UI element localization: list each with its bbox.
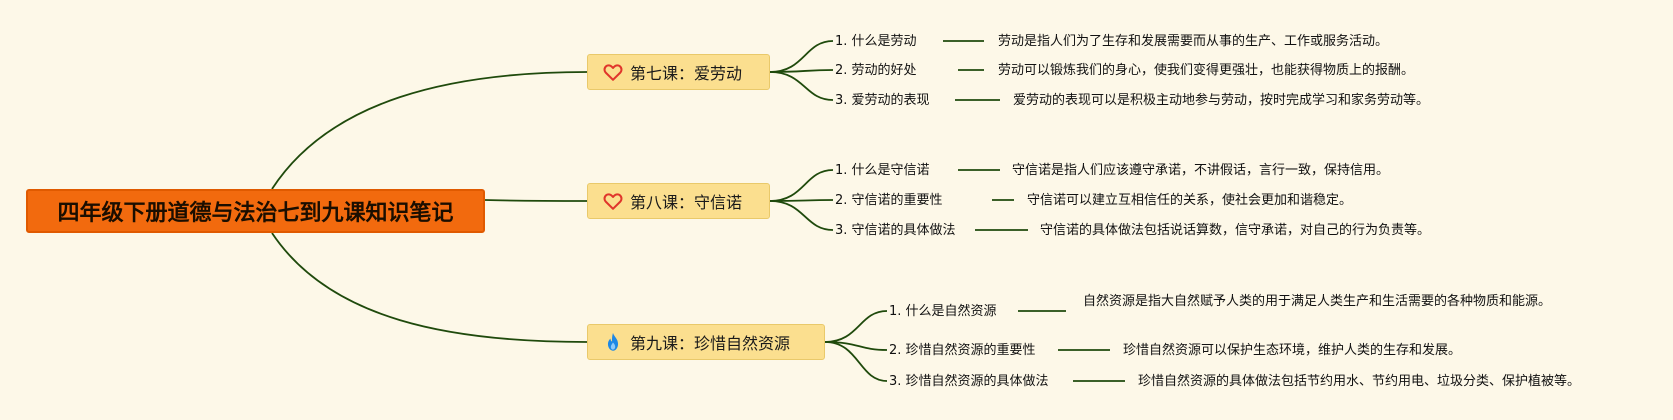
topic-detail: 自然资源是指大自然赋予人类的用于满足人类生产和生活需要的各种物质和能源。 xyxy=(1083,294,1552,309)
root-node[interactable]: 四年级下册道德与法治七到九课知识笔记 xyxy=(26,189,485,233)
heart-icon xyxy=(602,190,624,212)
topic-detail: 守信诺的具体做法包括说话算数，信守承诺，对自己的行为负责等。 xyxy=(1040,223,1431,238)
lesson-node-9[interactable]: 第九课：珍惜自然资源 xyxy=(587,324,825,360)
lesson-to-topic-connector xyxy=(769,199,834,202)
topic-detail: 珍惜自然资源可以保护生态环境，维护人类的生存和发展。 xyxy=(1123,343,1462,358)
topic-detail: 守信诺可以建立互相信任的关系，使社会更加和谐稳定。 xyxy=(1027,193,1353,208)
lesson-title: 第九课：珍惜自然资源 xyxy=(630,334,791,353)
heart-icon xyxy=(602,61,624,83)
topic-detail: 爱劳动的表现可以是积极主动地参与劳动，按时完成学习和家务劳动等。 xyxy=(1013,93,1430,108)
topic-label[interactable]: 1. 什么是劳动 xyxy=(835,34,917,49)
topic-detail: 珍惜自然资源的具体做法包括节约用水、节约用电、垃圾分类、保护植被等。 xyxy=(1138,374,1581,389)
topic-detail: 劳动是指人们为了生存和发展需要而从事的生产、工作或服务活动。 xyxy=(998,34,1389,49)
topic-label[interactable]: 2. 劳动的好处 xyxy=(835,63,917,78)
lesson-node-8[interactable]: 第八课：守信诺 xyxy=(587,183,770,219)
root-to-lesson-connector xyxy=(271,71,588,190)
topic-detail: 劳动可以锻炼我们的身心，使我们变得更强壮，也能获得物质上的报酬。 xyxy=(998,63,1415,78)
lesson-to-topic-connector xyxy=(769,169,834,202)
lesson-to-topic-connector xyxy=(769,40,834,73)
topic-label[interactable]: 3. 珍惜自然资源的具体做法 xyxy=(889,374,1049,389)
topic-label[interactable]: 2. 守信诺的重要性 xyxy=(835,193,943,208)
root-title: 四年级下册道德与法治七到九课知识笔记 xyxy=(57,201,454,226)
topic-detail: 守信诺是指人们应该遵守承诺，不讲假话，言行一致，保持信用。 xyxy=(1012,163,1390,178)
topic-label[interactable]: 3. 爱劳动的表现 xyxy=(835,93,930,108)
root-to-lesson-connector xyxy=(271,232,588,343)
lesson-node-7[interactable]: 第七课：爱劳动 xyxy=(587,54,770,90)
topic-label[interactable]: 1. 什么是自然资源 xyxy=(889,304,997,319)
topic-label[interactable]: 2. 珍惜自然资源的重要性 xyxy=(889,343,1036,358)
lesson-to-topic-connector xyxy=(824,310,888,343)
lesson-title: 第八课：守信诺 xyxy=(630,193,743,212)
lesson-title: 第七课：爱劳动 xyxy=(630,64,743,83)
root-to-lesson-connector xyxy=(484,199,588,202)
fire-icon xyxy=(602,331,624,353)
lesson-to-topic-connector xyxy=(824,341,888,382)
topic-label[interactable]: 3. 守信诺的具体做法 xyxy=(835,223,956,238)
topic-label[interactable]: 1. 什么是守信诺 xyxy=(835,163,930,178)
lesson-to-topic-connector xyxy=(769,200,834,231)
lesson-to-topic-connector xyxy=(769,71,834,101)
